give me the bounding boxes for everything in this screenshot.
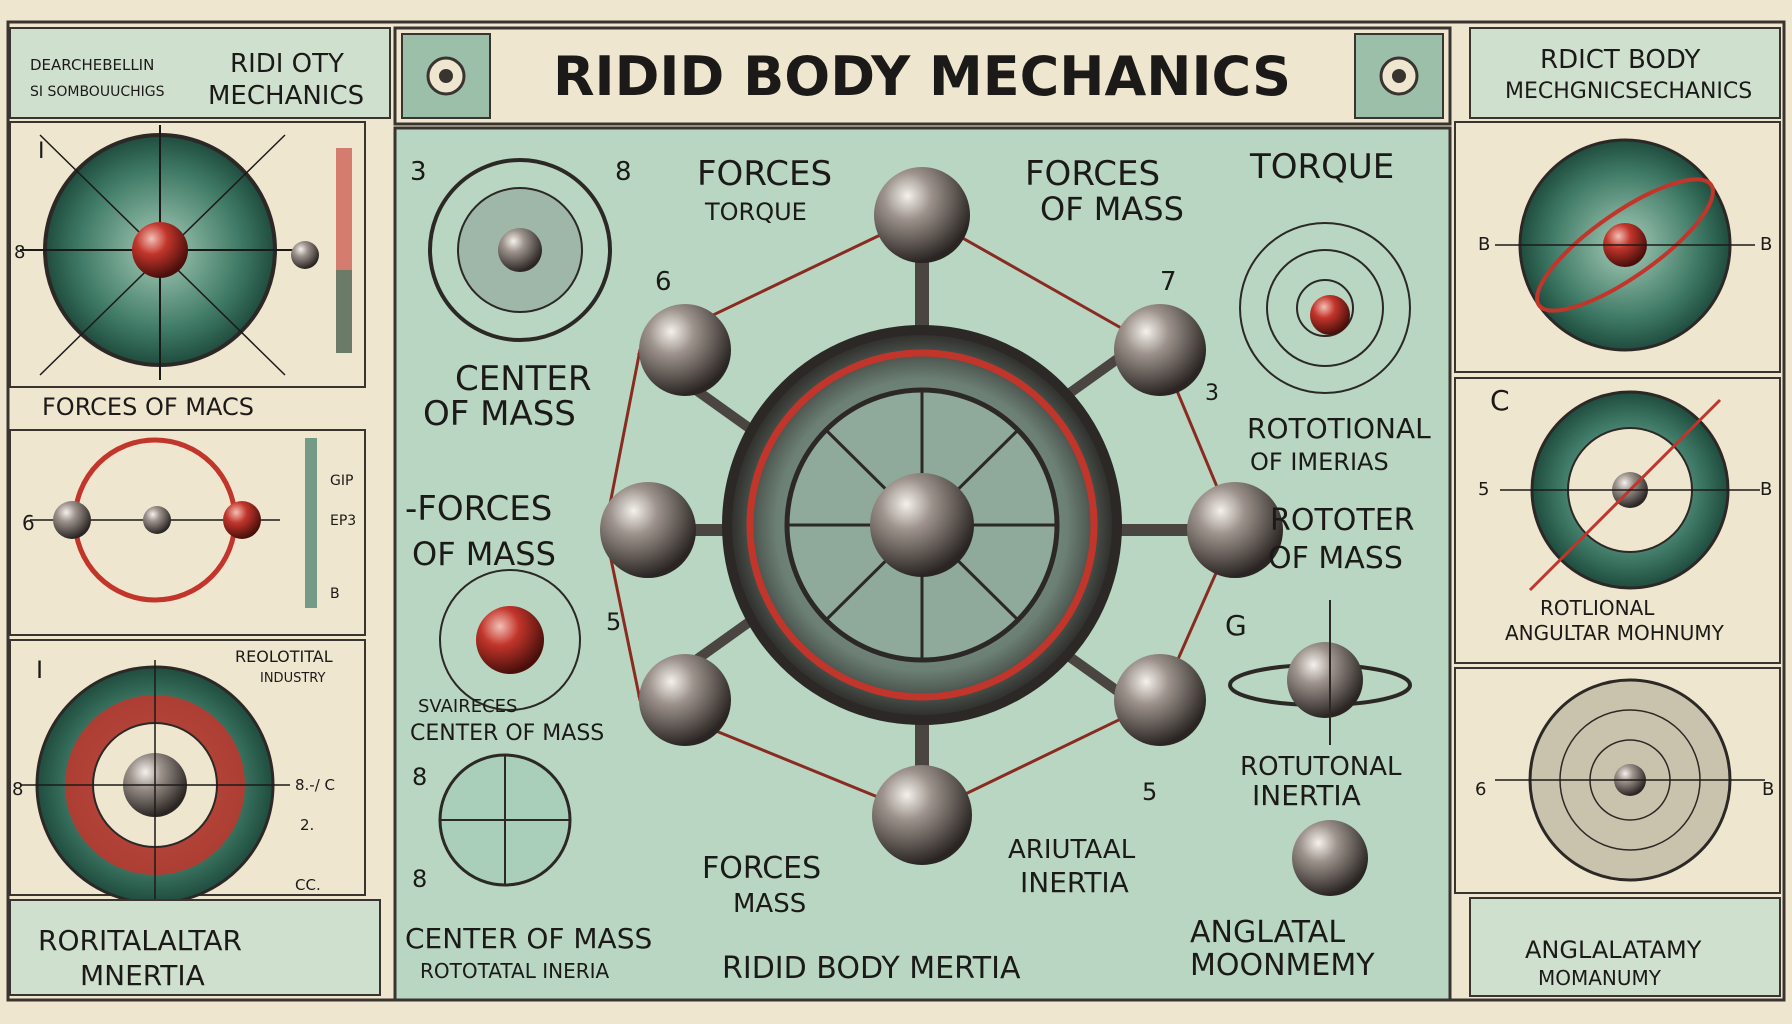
mass-ball — [1114, 304, 1206, 396]
mass-ball — [53, 501, 91, 539]
label-center-rotutonal-b: INERTIA — [1252, 779, 1361, 812]
label-center-anglatal-b: MOONMEMY — [1190, 948, 1375, 983]
label-center-center-mass-1b: OF MASS — [423, 394, 576, 434]
label-center-forces-3a: -FORCES — [405, 489, 552, 529]
label-center-forces-mass-b: MASS — [733, 889, 806, 919]
left-panel: DEARCHEBELLIN SI SOMBOUUCHIGS RIDI OTY M… — [9, 27, 391, 996]
center-diagram: 3 8 6 FORCES TORQUE FORCES OF MASS 7 CEN… — [405, 147, 1431, 986]
label-center-rotatal: ROTOTATAL INERIA — [420, 959, 610, 983]
label-left-panel-ruler-labels-2: B — [330, 586, 340, 602]
label-center-num-5a: 5 — [606, 608, 621, 636]
label-center-forces-3b: OF MASS — [412, 535, 556, 573]
page-title: RIDID BODY MECHANICS — [553, 45, 1291, 108]
label-left-panel-vals-2: CC. — [295, 876, 321, 894]
label-left-panel-bottom1: RORITALALTAR — [38, 924, 242, 957]
label-left-panel-marker-side: 8 — [14, 242, 25, 263]
label-center-torque-small: TORQUE — [704, 198, 807, 226]
mass-ball — [1310, 295, 1350, 335]
label-center-rotutonal-a: ROTUTONAL — [1240, 752, 1402, 782]
label-left-panel-header-big2: MECHANICS — [208, 81, 364, 111]
label-center-num-5b: 5 — [1142, 778, 1157, 806]
mass-ball — [639, 304, 731, 396]
label-center-num-8b: 8 — [412, 763, 427, 791]
rigid-body-model — [600, 167, 1283, 865]
mass-ball — [600, 482, 696, 578]
label-center-center-mass-1a: CENTER — [455, 359, 592, 399]
mass-ball — [1292, 820, 1368, 896]
mass-ball — [223, 501, 261, 539]
label-center-num-g: G — [1225, 609, 1247, 642]
label-center-arutaal-a: ARIUTAAL — [1008, 835, 1136, 865]
mass-ball — [1287, 642, 1363, 718]
label-right-panel-marker-b4: B — [1762, 779, 1774, 800]
label-center-num-3b: 3 — [1205, 381, 1219, 406]
mass-ball — [291, 241, 319, 269]
label-left-panel-header-small2: SI SOMBOUUCHIGS — [30, 84, 165, 100]
label-center-forces-mass-a: FORCES — [702, 851, 821, 886]
mass-ball — [639, 654, 731, 746]
label-left-panel-ruler-labels-0: GIP — [330, 473, 353, 489]
label-center-rot-inertia-b: OF IMERIAS — [1250, 448, 1389, 476]
label-center-num-8c: 8 — [412, 865, 427, 893]
mass-ball — [476, 606, 544, 674]
label-right-panel-header1: RDICT BODY — [1540, 45, 1700, 75]
label-center-arutaal-b: INERTIA — [1020, 866, 1129, 899]
label-right-panel-bottom-b: MOMANUMY — [1538, 966, 1662, 990]
label-center-small-garble: SVAIRECES — [418, 696, 517, 717]
label-right-panel-marker-c: C — [1490, 384, 1510, 417]
label-right-panel-marker-b2: B — [1760, 234, 1772, 255]
caption-forces: FORCES OF MACS — [42, 393, 254, 421]
gyroscope-drawing — [428, 158, 612, 342]
mass-ball — [1187, 482, 1283, 578]
label-left-panel-marker-6: 6 — [22, 511, 35, 535]
center-mass-ball — [870, 473, 974, 577]
label-right-panel-marker-b1: B — [1478, 234, 1490, 255]
label-center-forces-2: FORCES — [1025, 154, 1160, 194]
label-left-panel-block-title2: INDUSTRY — [260, 671, 325, 686]
label-right-panel-marker-5: 5 — [1478, 479, 1489, 500]
mass-ball — [1114, 654, 1206, 746]
label-left-panel-vals-0: 8.-/ C — [295, 776, 335, 794]
label-left-panel-block-title1: REOLOTITAL — [235, 647, 333, 666]
bottom-banner: RIDID BODY MERTIA — [722, 951, 1021, 986]
label-left-panel-ruler-labels-1: EP3 — [330, 513, 356, 529]
label-center-rototer-b: OF MASS — [1268, 541, 1403, 576]
label-left-panel-bottom2: MNERTIA — [80, 959, 205, 992]
label-center-num-3: 3 — [410, 157, 427, 187]
right-panel: RDICT BODY MECHGNICSECHANICS B B C 5 B R… — [1454, 27, 1781, 997]
title-bar: RIDID BODY MECHANICS — [393, 26, 1452, 126]
mass-ball — [874, 167, 970, 263]
label-right-panel-marker-b3: B — [1760, 479, 1772, 500]
label-center-num-8a: 8 — [615, 157, 632, 187]
label-left-panel-vals-1: 2. — [300, 816, 314, 834]
label-center-anglatal-a: ANGLATAL — [1190, 915, 1345, 950]
label-center-torque-big: TORQUE — [1249, 147, 1394, 187]
label-left-panel-marker-top: I — [38, 139, 45, 164]
label-left-panel-header-small: DEARCHEBELLIN — [30, 56, 154, 74]
label-center-forces-1: FORCES — [697, 154, 832, 194]
label-center-rototer-a: ROTOTER — [1270, 503, 1415, 538]
label-center-rot-inertia-a: ROTOTIONAL — [1247, 412, 1431, 445]
label-left-panel-header-big1: RIDI OTY — [230, 49, 344, 79]
mass-ball — [872, 765, 972, 865]
label-right-panel-rot-b: ANGULTAR MOHNUMY — [1505, 621, 1725, 645]
label-center-center-mass-3: CENTER OF MASS — [405, 922, 652, 955]
label-right-panel-rot-a: ROTLIONAL — [1540, 596, 1655, 620]
mass-ball — [143, 506, 171, 534]
label-left-panel-marker-bottom-side: 8 — [12, 779, 23, 800]
label-center-num-6: 6 — [655, 267, 672, 297]
label-center-num-7: 7 — [1160, 267, 1177, 297]
mass-ball — [132, 222, 188, 278]
label-right-panel-marker-6: 6 — [1475, 779, 1486, 800]
label-right-panel-bottom-a: ANGLALATAMY — [1525, 936, 1702, 964]
label-center-of-mass-1: OF MASS — [1040, 190, 1184, 228]
label-left-panel-marker-bottom-top: I — [36, 656, 43, 684]
label-right-panel-header2: MECHGNICSECHANICS — [1505, 79, 1752, 104]
label-center-center-mass-2: CENTER OF MASS — [410, 721, 604, 746]
